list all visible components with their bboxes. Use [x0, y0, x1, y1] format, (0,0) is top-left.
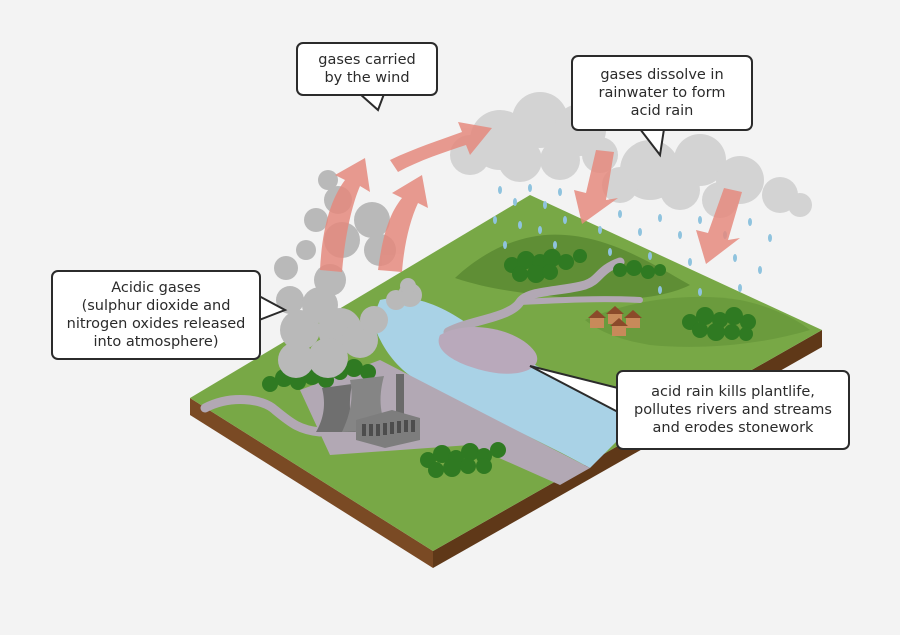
tail-wind — [357, 93, 386, 112]
polluted-pool — [438, 326, 538, 374]
chimney — [396, 374, 404, 414]
rain-drops — [493, 184, 772, 296]
callout-line: acid rain kills plantlife, — [651, 384, 815, 400]
tree-clusters — [262, 249, 756, 478]
callout-line: and erodes stonework — [652, 420, 814, 436]
callout-line: pollutes rivers and streams — [634, 402, 832, 418]
callout-line: rainwater to form — [598, 85, 726, 101]
village — [588, 306, 642, 336]
soil-front-left — [190, 398, 433, 568]
stream-branch — [517, 296, 643, 305]
arrow-up-right — [378, 175, 428, 272]
trees-left — [262, 359, 376, 392]
arrow-up-left — [320, 158, 370, 272]
trees-bottom — [420, 442, 506, 478]
power-station — [316, 374, 420, 448]
factory-windows — [362, 420, 415, 436]
callout-line: nitrogen oxides released — [66, 316, 246, 332]
arrow-down-right — [696, 188, 742, 264]
callout-gases-carried-by-wind: gases carried by the wind — [296, 42, 438, 96]
callout-line: acid rain — [630, 103, 694, 119]
stream — [443, 257, 625, 337]
callout-line: (sulphur dioxide and — [81, 298, 231, 314]
arrow-down-left — [574, 150, 618, 224]
cloud-right — [602, 134, 812, 218]
callout-line: by the wind — [324, 70, 410, 86]
callout-line: gases carried — [318, 52, 416, 68]
callout-line: into atmosphere) — [93, 334, 219, 350]
callout-line: gases dissolve in — [600, 67, 724, 83]
trees-hill-left — [504, 249, 587, 283]
callout-acid-rain-effects: acid rain kills plantlife, pollutes rive… — [616, 370, 850, 450]
trees-hill-top — [613, 260, 666, 279]
road-left — [200, 395, 325, 437]
cooling-tower-left — [316, 384, 356, 432]
hill-back — [455, 234, 690, 300]
callout-gases-dissolve: gases dissolve in rainwater to form acid… — [571, 55, 753, 131]
wind-arrows — [320, 122, 742, 272]
factory-building — [356, 410, 420, 448]
callout-acidic-gases: Acidic gases (sulphur dioxide and nitrog… — [51, 270, 261, 360]
arrow-across — [390, 122, 492, 172]
trees-right — [682, 307, 756, 341]
callout-line: Acidic gases — [111, 280, 201, 296]
